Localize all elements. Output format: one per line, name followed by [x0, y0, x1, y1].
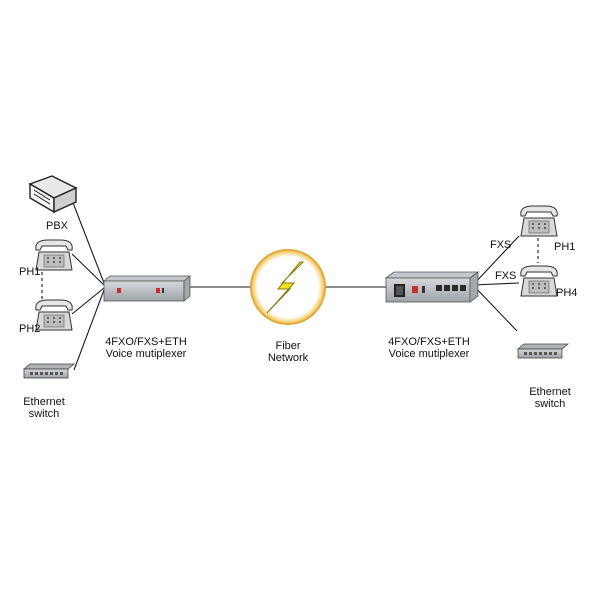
mux-right-label-line1: 4FXO/FXS+ETH: [388, 336, 470, 348]
switch-left-label: Ethernet switch: [14, 396, 74, 420]
mux-right-label-line2: Voice mutiplexer: [388, 348, 470, 360]
fiber-label-line1: Fiber: [275, 340, 301, 352]
ph2-left-label: PH2: [19, 323, 41, 335]
telephone-icon: [35, 239, 73, 271]
switch-left-label-line1: Ethernet: [23, 396, 65, 408]
switch-right-label-line1: Ethernet: [529, 386, 571, 398]
mux-left-label-line2: Voice mutiplexer: [105, 348, 187, 360]
pbx-label: PBX: [46, 220, 69, 232]
connection-lines: [41, 194, 539, 371]
voice-multiplexer-icon: [384, 271, 480, 303]
telephone-icon: [35, 299, 73, 331]
mux-right-label: 4FXO/FXS+ETH Voice mutiplexer: [369, 336, 489, 360]
switch-right-label-line2: switch: [534, 398, 566, 410]
fxs-bottom-label: FXS: [495, 270, 517, 282]
mux-left-label-line1: 4FXO/FXS+ETH: [105, 336, 187, 348]
lightning-icon: [250, 249, 326, 325]
telephone-icon: [520, 205, 558, 237]
switch-left-label-line2: switch: [28, 408, 60, 420]
telephone-icon: [520, 265, 558, 297]
switch-right-label: Ethernet switch: [518, 386, 582, 410]
ethernet-switch-icon: [22, 363, 76, 379]
ph1-right-label: PH1: [554, 241, 576, 253]
ph4-right-label: PH4: [556, 287, 578, 299]
mux-left-label: 4FXO/FXS+ETH Voice mutiplexer: [86, 336, 206, 360]
voice-multiplexer-icon: [102, 275, 192, 302]
fiber-network-label: Fiber Network: [256, 340, 320, 364]
ethernet-switch-icon: [516, 343, 570, 359]
pbx-icon: [28, 175, 78, 214]
fxs-top-label: FXS: [490, 239, 512, 251]
fiber-label-line2: Network: [267, 352, 309, 364]
ph1-left-label: PH1: [19, 266, 41, 278]
